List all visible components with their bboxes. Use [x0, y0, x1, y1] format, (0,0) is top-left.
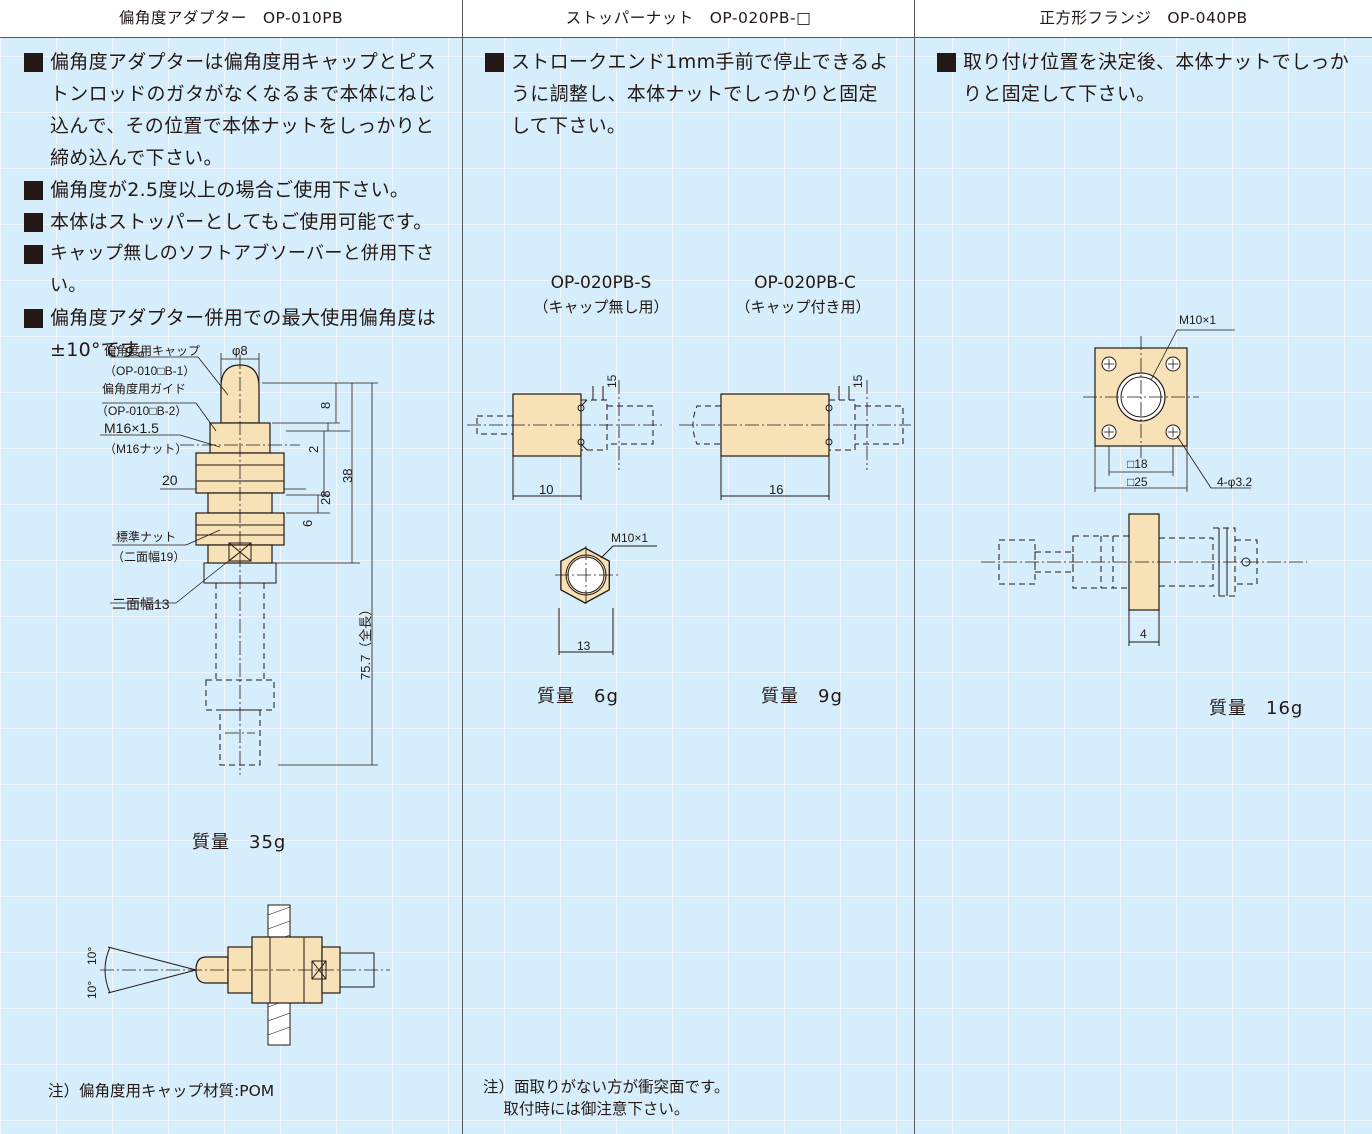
collision-note-line1: 注）面取りがない方が衝突面です。	[483, 1078, 730, 1096]
stopper-nut-drawing: 15 15 10 16 M10×1 13	[467, 374, 911, 655]
dim-38-label: 38	[340, 469, 355, 483]
bullet-item: 偏角度が2.5度以上の場合ご使用下さい。	[20, 174, 448, 206]
column-header: 正方形フランジ OP-040PB	[915, 0, 1372, 38]
flange-holes-label: 4-φ3.2	[1217, 475, 1252, 489]
angle-drawing: 10° 10°	[85, 904, 390, 1046]
guide-code-label: （OP-010□B-2）	[96, 404, 187, 418]
std-nut-label: 標準ナット	[116, 529, 176, 544]
bullet-list: 偏角度アダプターは偏角度用キャップとピストンロッドのガタがなくなるまで本体にねじ…	[20, 46, 448, 366]
variant-c-len-dim: 16	[769, 482, 783, 497]
variant-s-top-dim: 15	[605, 374, 619, 388]
adapter-drawing: 偏角度用キャップ （OP-010□B-1） 偏角度用ガイド （OP-010□B-…	[96, 343, 378, 775]
variant-s-len-dim: 10	[539, 482, 553, 497]
material-note: 注）偏角度用キャップ材質:POM	[48, 1082, 275, 1100]
square-flange-drawing: M10×1 □18 □25 4-φ3.2 4	[981, 313, 1307, 646]
column-op-010pb: 偏角度アダプター OP-010PB 偏角度アダプターは偏角度用キャップとピストン…	[0, 0, 462, 1134]
bullet-list: 取り付け位置を決定後、本体ナットでしっかりと固定して下さい。	[933, 46, 1358, 110]
dim-total-label: 75.7（全長）	[358, 603, 373, 680]
dim-2-label: 2	[306, 446, 321, 453]
variant-c-code: OP-020PB-C	[754, 273, 856, 293]
thread-nut-label: （M16ナット）	[104, 442, 187, 456]
flange-outer-label: □25	[1127, 475, 1148, 489]
bullet-item: 偏角度アダプターは偏角度用キャップとピストンロッドのガタがなくなるまで本体にねじ…	[20, 46, 448, 174]
angle-lower-label: 10°	[85, 981, 99, 999]
bullet-item: ストロークエンド1mm手前で停止できるように調整し、本体ナットでしっかりと固定し…	[481, 46, 896, 142]
bullet-item: 取り付け位置を決定後、本体ナットでしっかりと固定して下さい。	[933, 46, 1358, 110]
thread-label: M16×1.5	[104, 420, 159, 436]
flange-thickness-label: 4	[1140, 627, 1147, 641]
column-op-040pb: 正方形フランジ OP-040PB 取り付け位置を決定後、本体ナットでしっかりと固…	[914, 0, 1372, 1134]
cap-label: 偏角度用キャップ	[104, 343, 200, 358]
bullet-item: キャップ無しのソフトアブソーバーと併用下さい。	[20, 238, 448, 302]
std-nut-width-label: （二面幅19）	[112, 549, 185, 564]
dim-20-label: 20	[162, 472, 178, 488]
bullet-item: 偏角度アダプター併用での最大使用偏角度は±10°です。	[20, 302, 448, 366]
dia-label: φ8	[232, 343, 248, 358]
flats-label: 二面幅13	[112, 596, 170, 612]
variant-s-weight: 質量 6g	[537, 686, 619, 707]
dim-8-label: 8	[318, 402, 333, 409]
variant-c-weight: 質量 9g	[761, 686, 843, 707]
column-header: ストッパーナット OP-020PB-□	[463, 0, 914, 38]
dim-28-label: 28	[318, 491, 333, 505]
collision-note-line2: 取付時には御注意下さい。	[483, 1100, 690, 1118]
weight-label: 質量 35g	[192, 832, 287, 853]
hex-thread-label: M10×1	[611, 531, 648, 545]
dim-6-label: 6	[300, 520, 315, 527]
cap-code-label: （OP-010□B-1）	[104, 364, 195, 378]
weight-label: 質量 16g	[1209, 698, 1304, 719]
variant-s-desc: （キャップ無し用）	[533, 298, 669, 316]
bullet-list: ストロークエンド1mm手前で停止できるように調整し、本体ナットでしっかりと固定し…	[481, 46, 896, 142]
flange-inner-label: □18	[1127, 457, 1148, 471]
column-header: 偏角度アダプター OP-010PB	[0, 0, 462, 38]
bullet-item: 本体はストッパーとしてもご使用可能です。	[20, 206, 448, 238]
variant-c-desc: （キャップ付き用）	[735, 298, 871, 316]
angle-upper-label: 10°	[85, 947, 99, 965]
hex-width-label: 13	[577, 639, 591, 653]
variant-c-top-dim: 15	[851, 374, 865, 388]
column-op-020pb: ストッパーナット OP-020PB-□ ストロークエンド1mm手前で停止できるよ…	[462, 0, 914, 1134]
variant-s-code: OP-020PB-S	[550, 273, 652, 293]
guide-label: 偏角度用ガイド	[102, 381, 186, 396]
flange-thread-label: M10×1	[1179, 313, 1216, 327]
